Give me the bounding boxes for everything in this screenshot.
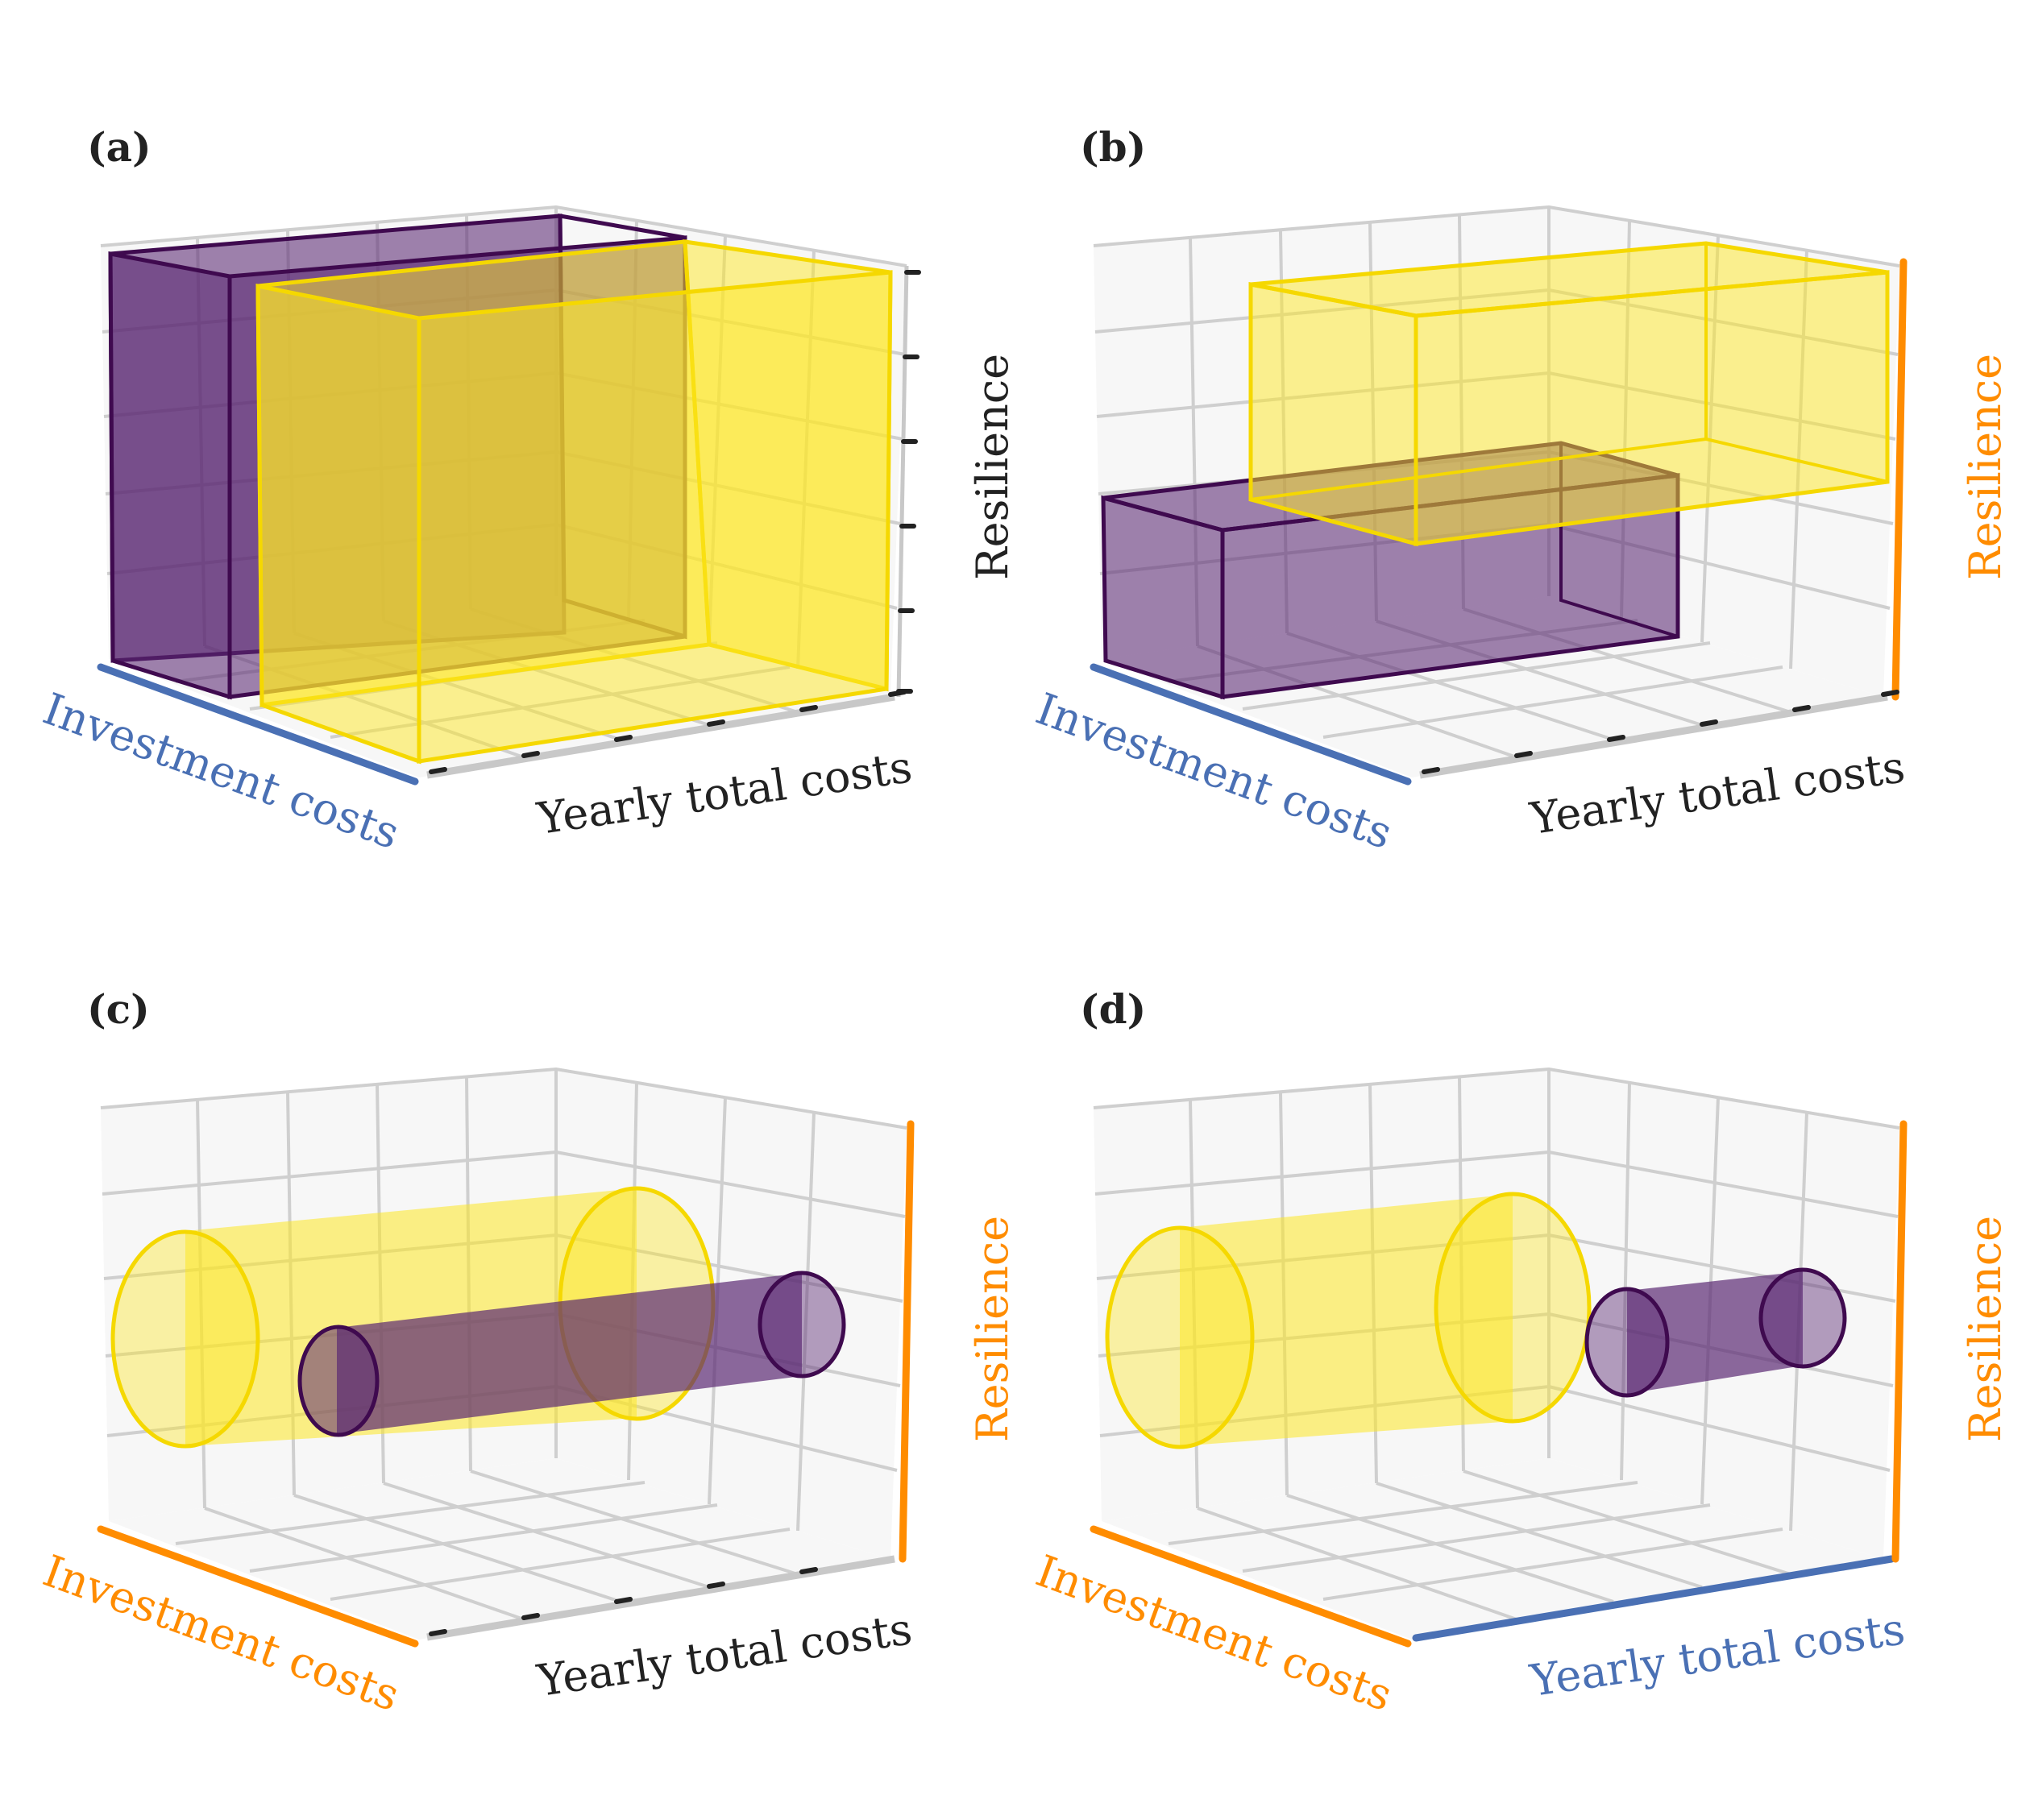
y-axis-label: Yearly total costs [1526,1603,1908,1706]
purple-cylinder [1584,1267,1847,1398]
panel-label: (c) [87,985,150,1033]
y-axis-line [426,693,895,779]
z-axis-label: Resilience [1960,1216,2011,1442]
floor-pane [109,1458,890,1640]
yellow-box [1248,241,1890,547]
panel-label: (b) [1080,123,1146,171]
floor-pane [1102,1458,1883,1640]
y-axis-label: Yearly total costs [533,1603,915,1706]
z-axis-label: Resilience [967,1216,1018,1442]
y-axis-line [1412,1555,1895,1642]
panel-a: (a) [37,123,1018,859]
yellow-box [255,239,893,765]
grid-right [1548,1082,1899,1532]
purple-cylinder [297,1271,846,1437]
x-axis-line [97,1525,419,1648]
grid-floor [175,1470,799,1621]
y-axis-label: Yearly total costs [1526,741,1908,844]
y-axis-line [1419,693,1888,779]
panel-c: (c) [37,985,1018,1721]
z-axis-line [1891,1120,1908,1563]
z-axis-label: Resilience [1960,354,2011,580]
y-ticks [1422,690,1899,774]
panel-label: (d) [1080,985,1146,1033]
z-axis-label: Resilience [967,354,1018,580]
z-axis-line [1891,258,1908,701]
z-ticks [896,270,921,694]
z-axis-line [896,265,909,698]
grid-floor [1168,1470,1791,1621]
yellow-cylinder [1105,1192,1592,1449]
y-axis-line [426,1555,895,1641]
panel-label: (a) [87,123,152,171]
y-axis-label: Yearly total costs [533,741,915,844]
z-axis-line [899,1120,915,1563]
y-ticks [429,1567,818,1636]
panel-d: (d) [1030,985,2011,1721]
panel-b: (b) [1030,123,2011,859]
x-axis-line [97,663,419,786]
x-axis-line [1090,1525,1412,1648]
x-axis-line [1090,663,1412,786]
